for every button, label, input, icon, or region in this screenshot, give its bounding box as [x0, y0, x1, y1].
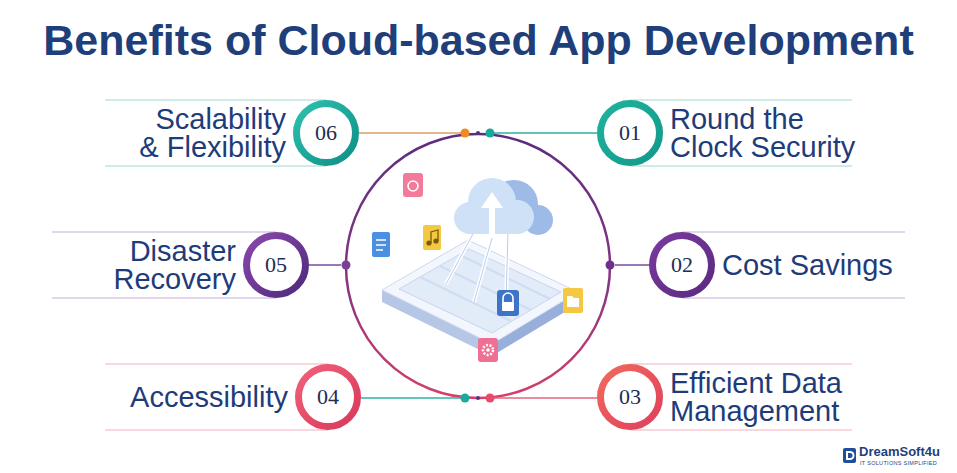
leader-line — [309, 264, 341, 266]
hub-circle — [346, 134, 610, 398]
lock-icon — [502, 302, 514, 311]
lock-icon — [497, 290, 519, 316]
document-icon — [372, 232, 390, 257]
data-stream — [506, 232, 508, 300]
logo-mark — [843, 448, 856, 463]
rule-line — [105, 363, 328, 364]
document-icon — [376, 239, 386, 241]
gear-icon — [486, 348, 490, 352]
benefit-label: Cost Savings — [722, 251, 942, 279]
leader-line — [494, 132, 597, 134]
junction-dots — [342, 129, 615, 403]
camera-icon — [403, 173, 423, 197]
brand-name: DreamSoft4u — [859, 445, 940, 458]
junction-dot — [461, 129, 470, 138]
leader-line — [361, 397, 461, 399]
cloud-illustration — [454, 178, 553, 236]
rule-line — [105, 429, 328, 430]
rule-line — [630, 165, 852, 166]
step-number: 02 — [649, 232, 715, 298]
step-number: 06 — [293, 100, 359, 166]
rule-line — [105, 99, 326, 100]
benefit-node: 01Round the Clock Security — [597, 100, 663, 166]
document-icon — [376, 249, 383, 251]
benefit-label: Efficient Data Management — [670, 369, 855, 425]
benefit-node: 06Scalability & Flexibility — [293, 100, 359, 166]
diagram-title: Benefits of Cloud-based App Development — [0, 19, 957, 62]
folder-icon — [567, 296, 579, 307]
data-stream — [446, 232, 474, 284]
step-number: 03 — [597, 364, 663, 430]
junction-dot — [476, 131, 480, 135]
step-number: 05 — [243, 232, 309, 298]
step-number: 04 — [295, 364, 361, 430]
benefit-label: Round the Clock Security — [670, 105, 865, 161]
phone-illustration — [382, 232, 578, 356]
leader-line — [359, 132, 461, 134]
benefit-label: Scalability & Flexibility — [134, 105, 286, 161]
benefit-label: Accessibility — [88, 383, 288, 411]
upload-arrow — [481, 192, 503, 208]
step-number: 01 — [597, 100, 663, 166]
benefit-node: 05Disaster Recovery — [243, 232, 309, 298]
brand-tagline: IT SOLUTIONS SIMPLIFIED — [860, 461, 937, 467]
rule-line — [52, 297, 276, 298]
data-stream — [474, 238, 492, 302]
app-icons — [372, 173, 583, 362]
benefit-label: Disaster Recovery — [76, 237, 236, 293]
junction-dot — [476, 396, 480, 400]
junction-dot — [486, 394, 495, 403]
junction-dot — [342, 261, 351, 270]
phone-face — [382, 240, 578, 344]
document-icon — [376, 244, 386, 246]
rule-line — [105, 165, 326, 166]
music-icon — [431, 230, 438, 243]
junction-dot — [606, 261, 615, 270]
camera-icon — [408, 181, 418, 191]
benefit-node: 04Accessibility — [295, 364, 361, 430]
gear-icon — [478, 338, 498, 362]
phone-screen — [399, 249, 561, 333]
leader-line — [494, 397, 597, 399]
logo-mark — [846, 451, 855, 460]
leader-lines — [309, 133, 649, 398]
benefit-node: 03Efficient Data Management — [597, 364, 663, 430]
lock-icon — [503, 293, 513, 302]
music-icon — [423, 225, 441, 250]
logo-mark — [848, 453, 853, 458]
folder-icon — [563, 288, 583, 313]
data-stream — [446, 232, 474, 284]
leader-line — [615, 264, 649, 266]
rule-line — [630, 363, 852, 364]
data-stream — [506, 232, 508, 300]
logo-mark — [843, 448, 856, 463]
junction-dot — [461, 394, 470, 403]
benefit-node: 02Cost Savings — [649, 232, 715, 298]
rule-line — [52, 231, 276, 232]
rule-line — [630, 99, 852, 100]
rule-line — [682, 297, 905, 298]
gear-icon — [483, 345, 493, 355]
junction-dot — [486, 129, 495, 138]
data-stream — [474, 238, 492, 302]
rule-line — [682, 231, 905, 232]
rule-line — [630, 429, 852, 430]
